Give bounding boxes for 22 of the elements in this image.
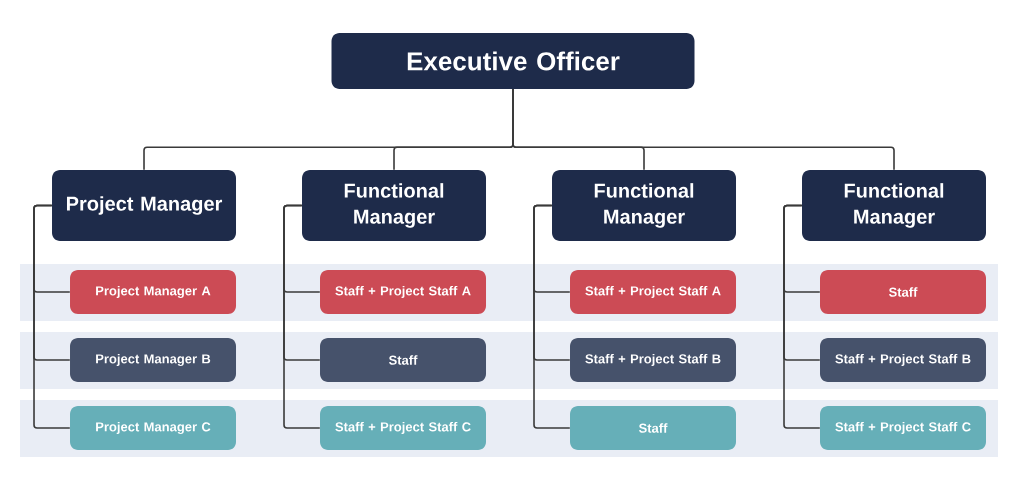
connector-line <box>33 204 71 429</box>
staff-box: Staff <box>820 270 986 314</box>
connector-line <box>512 88 895 171</box>
staff-box: Staff + Project Staff B <box>820 338 986 382</box>
staff-box: Staff + Project Staff C <box>320 406 486 450</box>
manager-box: Functional Manager <box>802 170 986 241</box>
staff-box: Staff + Project Staff A <box>570 270 736 314</box>
staff-box: Project Manager A <box>70 270 236 314</box>
staff-box: Staff + Project Staff B <box>570 338 736 382</box>
connector-line <box>783 204 821 429</box>
executive-box: Executive Officer <box>331 33 695 89</box>
staff-box: Staff <box>570 406 736 450</box>
connector-line <box>283 204 321 429</box>
staff-box: Project Manager C <box>70 406 236 450</box>
staff-box: Staff + Project Staff C <box>820 406 986 450</box>
connector-line <box>533 204 571 429</box>
manager-box: Functional Manager <box>302 170 486 241</box>
manager-box: Functional Manager <box>552 170 736 241</box>
staff-box: Staff + Project Staff A <box>320 270 486 314</box>
staff-box: Staff <box>320 338 486 382</box>
staff-box: Project Manager B <box>70 338 236 382</box>
manager-box: Project Manager <box>52 170 236 241</box>
